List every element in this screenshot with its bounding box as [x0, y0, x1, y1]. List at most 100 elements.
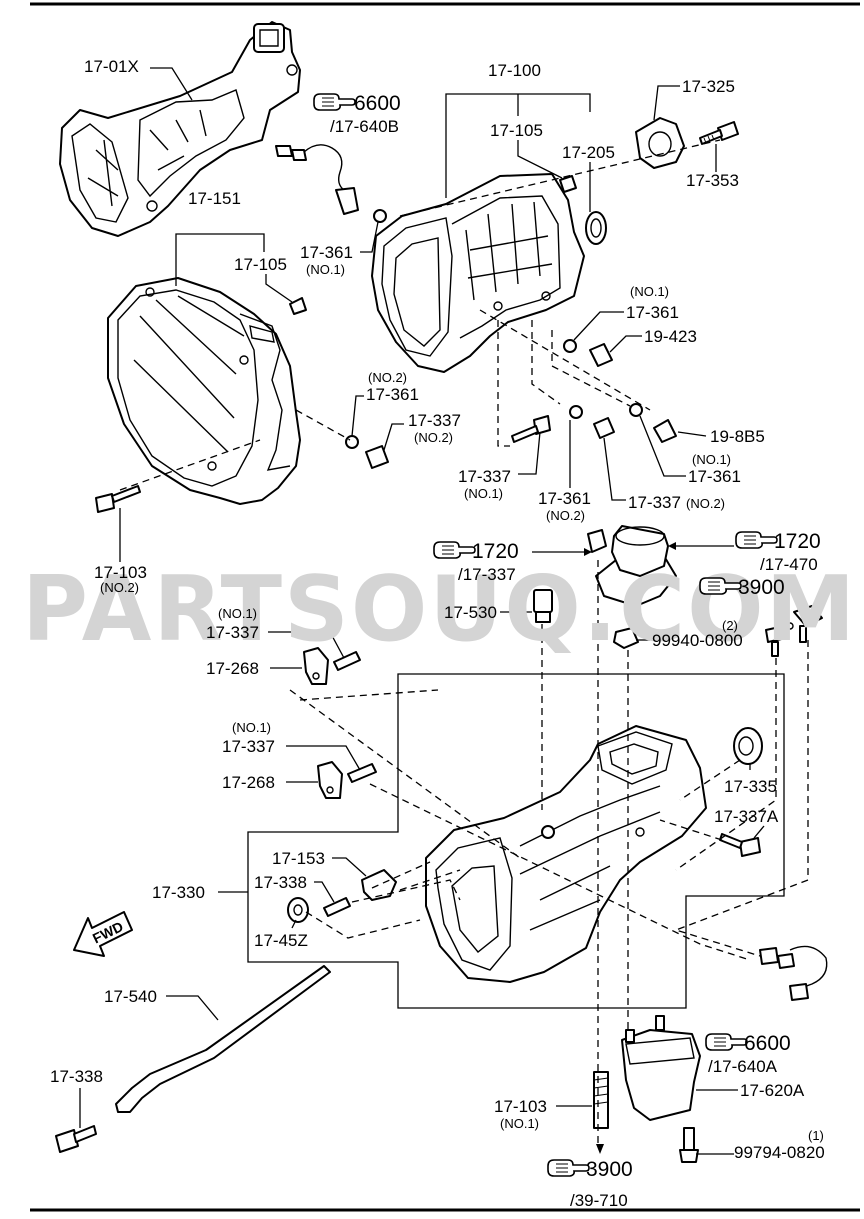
label-17-337-no1-b: 17-337 — [206, 623, 259, 642]
ref-3900-right[interactable]: 3900 — [699, 576, 785, 599]
label-17-361-no2-b: 17-361 — [538, 489, 591, 508]
label-17-337-no1-a: 17-337 — [458, 467, 511, 486]
washer-drawing — [373, 209, 387, 223]
bolt-drawing-9 — [323, 897, 351, 917]
bolt-drawing-3 — [593, 417, 615, 439]
plug-drawing — [589, 343, 613, 367]
label-17-100: 17-100 — [488, 61, 541, 80]
label-17-103-no1: 17-103 — [494, 1097, 547, 1116]
ref-17-470: /17-470 — [760, 555, 818, 574]
label-17-540: 17-540 — [104, 987, 157, 1006]
nut-drawing — [613, 627, 639, 649]
washer-drawing-5 — [629, 403, 643, 417]
svg-text:1720: 1720 — [472, 540, 519, 563]
pointing-hand-icon — [547, 1159, 590, 1177]
plug-drawing-2 — [365, 445, 389, 469]
label-17-361-no1-b: 17-361 — [626, 303, 679, 322]
reference-callouts: 6600 /17-640B 1720 /17-337 1720 /17-470 … — [313, 92, 821, 1181]
leader-lines — [79, 67, 785, 1155]
label-no1-d: (NO.1) — [464, 486, 503, 501]
svg-text:1720: 1720 — [774, 530, 821, 553]
seal-drawing — [733, 727, 763, 765]
stud-drawing — [593, 1071, 609, 1129]
rod-drawing — [115, 965, 331, 1113]
ref-6600-top[interactable]: 6600 — [313, 92, 401, 115]
label-no2-e: (NO.2) — [100, 580, 139, 595]
pin-left-drawing — [289, 297, 307, 315]
bolt-drawing-10 — [55, 1125, 97, 1153]
footer-reference: /39-710 — [570, 1191, 628, 1210]
label-17-151: 17-151 — [188, 189, 241, 208]
housing-drawing — [595, 525, 677, 607]
washer-drawing-3 — [345, 435, 359, 449]
pointing-hand-icon — [735, 531, 778, 549]
sensor-drawing — [533, 589, 553, 623]
plug-drawing-3 — [653, 419, 677, 443]
label-17-01x: 17-01X — [84, 57, 139, 76]
label-17-105-left: 17-105 — [234, 255, 287, 274]
bolt-set-drawing — [765, 605, 823, 657]
plug-drawing-4 — [287, 897, 309, 923]
label-no1-a: (NO.1) — [306, 262, 345, 277]
label-17-530: 17-530 — [444, 603, 497, 622]
washer-drawing-2 — [563, 339, 577, 353]
part-labels: 17-01X 17-100 17-325 17-105 17-205 17-35… — [50, 57, 825, 1210]
svg-text:3900: 3900 — [586, 1158, 633, 1181]
label-17-268-b: 17-268 — [222, 773, 275, 792]
ref-3900-bottom[interactable]: 3900 — [547, 1158, 633, 1181]
ref-1720-right[interactable]: 1720 — [735, 530, 821, 553]
label-19-423: 19-423 — [644, 327, 697, 346]
label-no2-a: (NO.2) — [368, 370, 407, 385]
label-17-103-no2: 17-103 — [94, 563, 147, 582]
ref-6600-bottom[interactable]: 6600 — [705, 1032, 791, 1055]
alignment-lines — [119, 139, 809, 1144]
label-no1-b: (NO.1) — [630, 284, 669, 299]
ref-17-640a: /17-640A — [708, 1057, 778, 1076]
label-99794-0820: 99794-0820 — [734, 1143, 825, 1162]
label-17-45z: 17-45Z — [254, 931, 308, 950]
fwd-arrow-icon: FWD — [73, 911, 133, 957]
label-17-361-no1-a: 17-361 — [300, 243, 353, 262]
bolt-drawing-11 — [679, 1127, 699, 1163]
ref-17-337: /17-337 — [458, 565, 516, 584]
label-no2-c: (NO.2) — [546, 508, 585, 523]
transmission-case-drawing — [371, 173, 585, 373]
label-17-620a: 17-620A — [740, 1081, 805, 1100]
svg-text:6600: 6600 — [354, 92, 401, 115]
ref-17-640b: /17-640B — [330, 117, 399, 136]
bolt-drawing-2 — [511, 415, 551, 443]
clutch-housing-drawing — [107, 277, 301, 505]
bolt-drawing-5 — [587, 529, 607, 553]
label-no1-c: (NO.1) — [692, 452, 731, 467]
label-17-105: 17-105 — [490, 121, 543, 140]
svg-text:3900: 3900 — [738, 576, 785, 599]
label-no1-e: (NO.1) — [218, 606, 257, 621]
bracket-drawing — [361, 869, 397, 901]
label-qty-1: (1) — [808, 1128, 824, 1143]
label-17-338-b: 17-338 — [50, 1067, 103, 1086]
transmission-assembly-drawing — [59, 21, 301, 237]
label-17-325: 17-325 — [682, 77, 735, 96]
label-17-337-no2-b: 17-337 — [628, 493, 681, 512]
bolt-drawing-6 — [333, 651, 361, 671]
label-no2-b: (NO.2) — [414, 430, 453, 445]
washer-drawing-4 — [569, 405, 583, 419]
switch-sensor-drawing — [275, 144, 359, 215]
label-17-268-a: 17-268 — [206, 659, 259, 678]
sensor-drawing-2 — [759, 945, 828, 1001]
label-17-337a: 17-337A — [714, 807, 779, 826]
label-17-205: 17-205 — [562, 143, 615, 162]
label-17-361-no1-c: 17-361 — [688, 467, 741, 486]
label-no2-d: (NO.2) — [686, 496, 725, 511]
label-17-338-a: 17-338 — [254, 873, 307, 892]
cover-drawing — [621, 1015, 701, 1121]
label-no1-g: (NO.1) — [500, 1116, 539, 1131]
watermark: PARTSOUQ.COM — [22, 557, 857, 662]
bolt-drawing-4 — [95, 485, 141, 513]
ref-1720-left[interactable]: 1720 — [433, 540, 519, 563]
bolt-drawing-8 — [719, 833, 761, 857]
svg-text:6600: 6600 — [744, 1032, 791, 1055]
label-17-353: 17-353 — [686, 171, 739, 190]
